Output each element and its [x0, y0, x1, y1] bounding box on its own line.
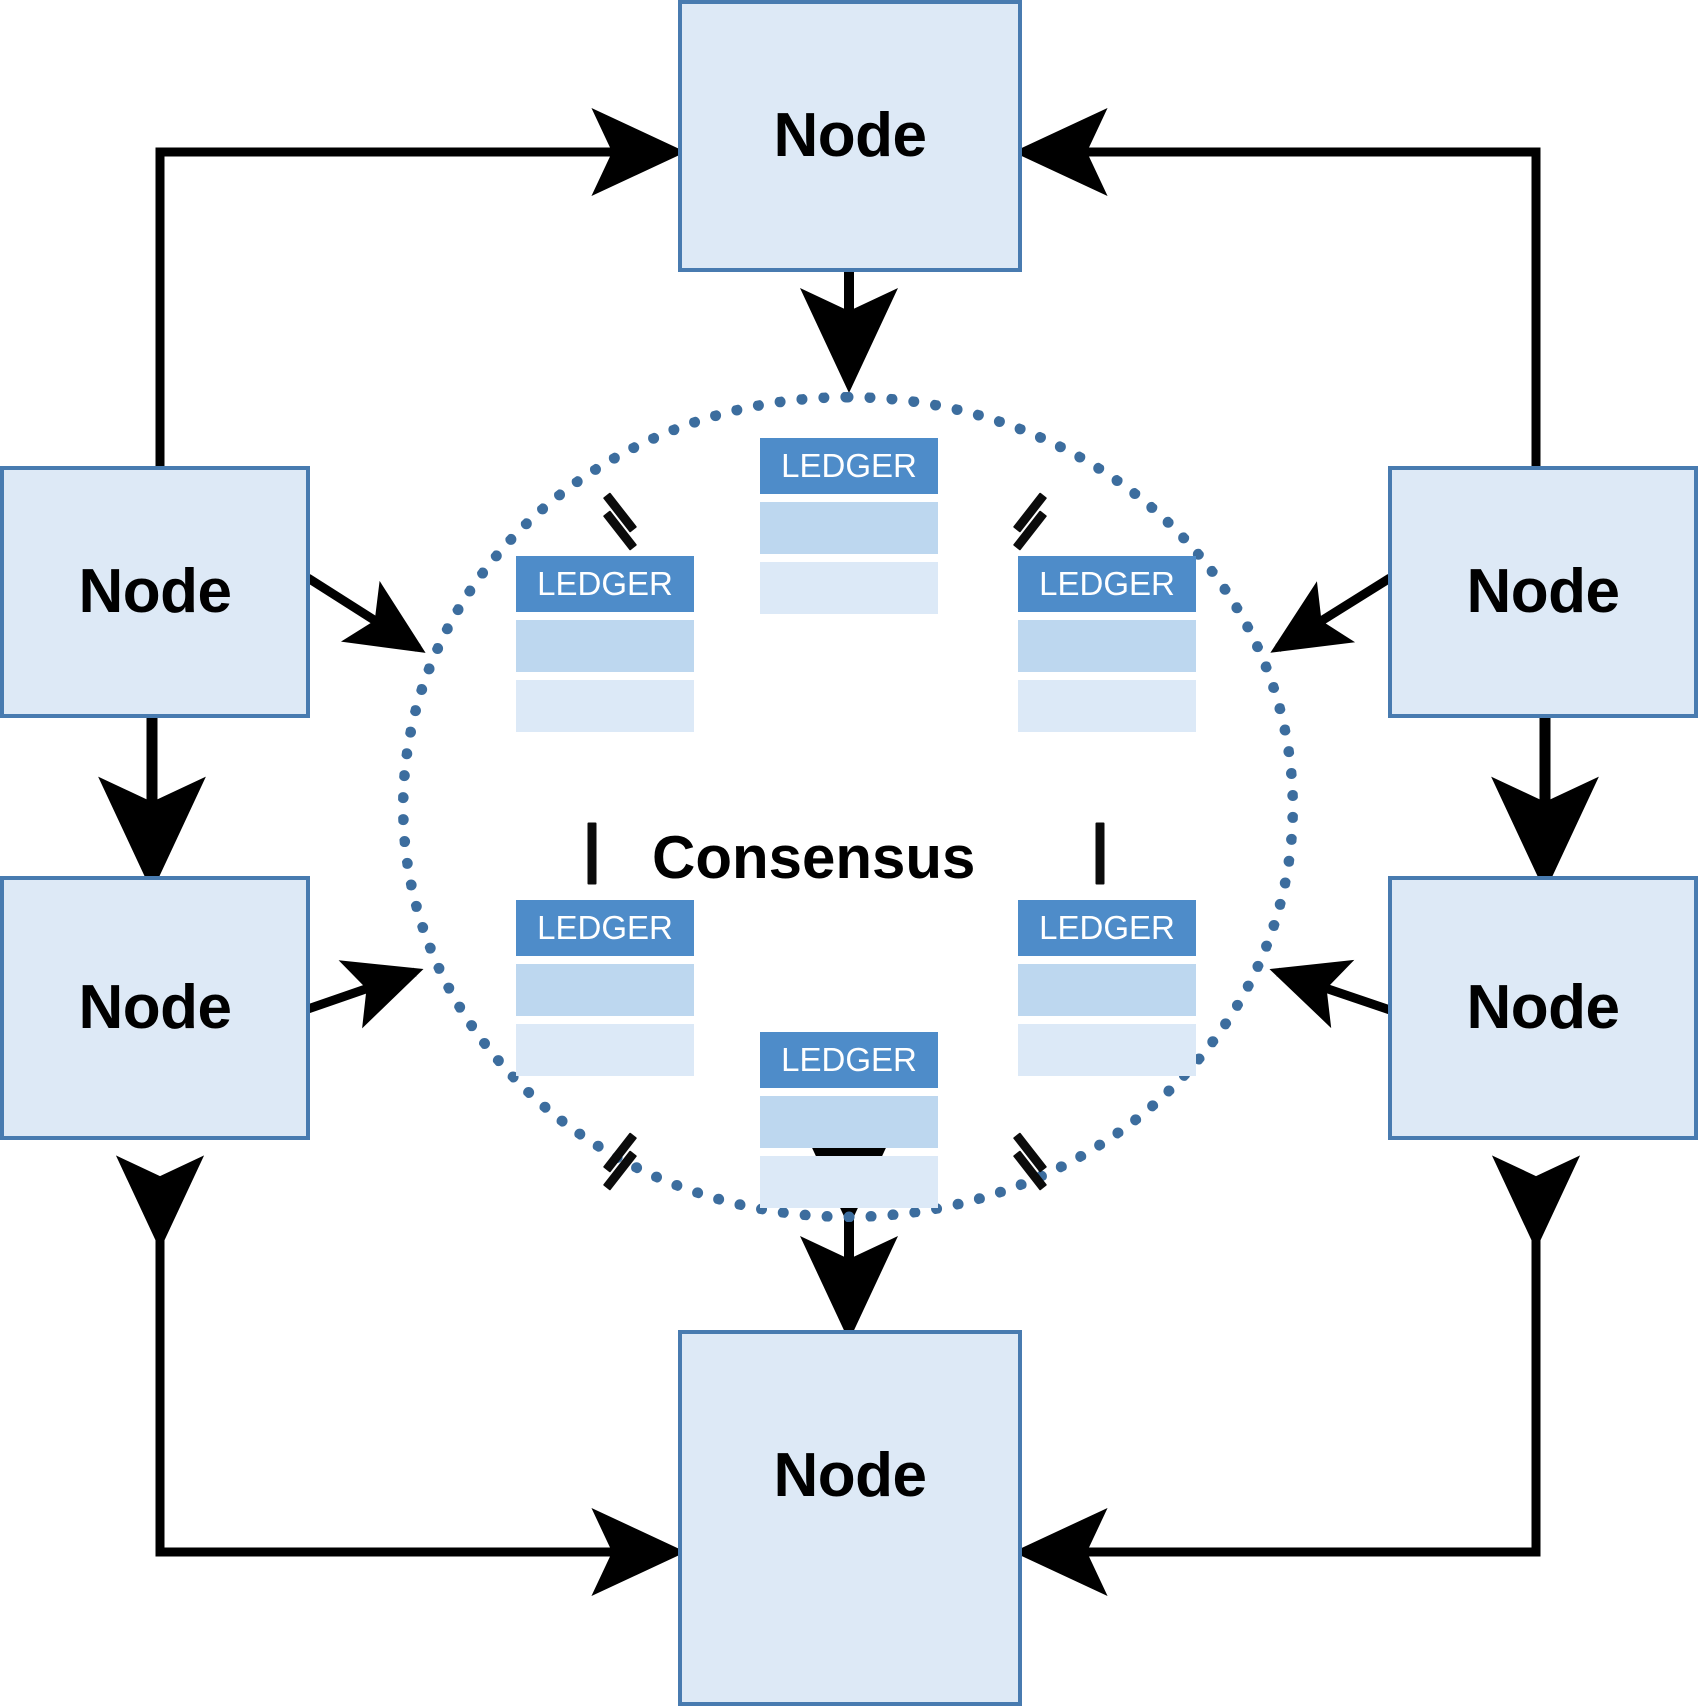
node-right-upper[interactable]: Node — [1388, 466, 1698, 718]
ledger-row — [1018, 1024, 1196, 1076]
ledger-header: LEDGER — [1018, 900, 1196, 956]
node-label: Node — [78, 557, 233, 626]
node-label: Node — [773, 1441, 928, 1510]
consensus-circle — [398, 392, 1298, 1222]
node-label: Node — [78, 973, 233, 1042]
equals-bottom-right — [1008, 1132, 1052, 1191]
node-label: Node — [1466, 973, 1621, 1042]
elbow-topright — [1013, 107, 1581, 555]
ledger-header: LEDGER — [516, 900, 694, 956]
ledger-right-lower[interactable]: LEDGER — [1018, 900, 1196, 1076]
arrow-left-upper-center — [230, 510, 426, 653]
ledger-left-lower[interactable]: LEDGER — [516, 900, 694, 1076]
ledger-header: LEDGER — [1018, 556, 1196, 612]
equals-mid-right — [1078, 822, 1122, 885]
node-right-lower[interactable]: Node — [1388, 876, 1698, 1140]
ledger-row — [516, 964, 694, 1016]
node-left-upper[interactable]: Node — [0, 466, 310, 718]
elbow-topleft — [115, 107, 686, 555]
ledger-header: LEDGER — [760, 1032, 938, 1088]
ledger-header: LEDGER — [760, 438, 938, 494]
equals-mid-left — [570, 822, 614, 885]
ledger-top[interactable]: LEDGER — [760, 438, 938, 614]
node-bottom[interactable]: Node — [678, 1330, 1022, 1706]
node-left-lower[interactable]: Node — [0, 876, 310, 1140]
ledger-left-upper[interactable]: LEDGER — [516, 556, 694, 732]
ledger-bottom[interactable]: LEDGER — [760, 1032, 938, 1208]
ledger-row — [760, 1096, 938, 1148]
elbow-bottomright — [1013, 1155, 1581, 1597]
ledger-row — [516, 680, 694, 732]
consensus-label: Consensus — [652, 824, 976, 891]
ledger-row — [760, 502, 938, 554]
equals-bottom-left — [598, 1132, 642, 1191]
ledger-row — [1018, 680, 1196, 732]
equals-top-right — [1008, 492, 1052, 551]
elbow-bottomleft — [115, 1155, 686, 1597]
node-label: Node — [1466, 557, 1621, 626]
ledger-header: LEDGER — [516, 556, 694, 612]
ledger-row — [760, 1156, 938, 1208]
node-label: Node — [773, 101, 928, 170]
equals-top-left — [598, 492, 642, 551]
arrow-left-lower-center — [228, 960, 424, 1067]
ledger-row — [516, 620, 694, 672]
node-top[interactable]: Node — [678, 0, 1022, 272]
ledger-right-upper[interactable]: LEDGER — [1018, 556, 1196, 732]
ledger-row — [516, 1024, 694, 1076]
ledger-row — [1018, 620, 1196, 672]
arrow-right-upper-center — [1270, 511, 1468, 653]
arrow-right-lower-center — [1269, 959, 1467, 1067]
ledger-row — [760, 562, 938, 614]
ledger-row — [1018, 964, 1196, 1016]
